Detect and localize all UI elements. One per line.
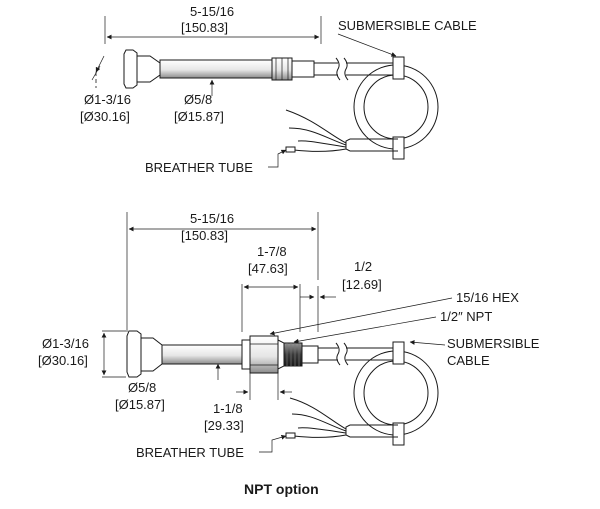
bot-wire-1 bbox=[289, 397, 347, 430]
top-cable-tie-bottom bbox=[392, 136, 405, 160]
bot-cable-tail bbox=[350, 424, 398, 438]
top-wire-3 bbox=[297, 140, 347, 148]
bot-sensor-head bbox=[126, 330, 142, 378]
top-cable-label: SUBMERSIBLE CABLE bbox=[338, 18, 477, 33]
top-cable-tail bbox=[350, 138, 398, 152]
figure-caption: NPT option bbox=[244, 481, 319, 497]
bot-cable-label-line1: SUBMERSIBLE bbox=[447, 336, 540, 351]
bot-thread-len-frac: 1/2 bbox=[354, 259, 372, 274]
top-rod-dia-mm: [Ø15.87] bbox=[174, 109, 224, 124]
bot-length-frac: 5-15/16 bbox=[190, 211, 234, 226]
top-cable-strain bbox=[291, 60, 315, 78]
bot-fitting-frac: 1-7/8 bbox=[257, 244, 287, 259]
bot-cable-label-line2: CABLE bbox=[447, 353, 490, 368]
bot-breather-tube bbox=[293, 434, 347, 438]
top-cable-leader bbox=[337, 33, 397, 57]
bot-cable-tie-top bbox=[392, 341, 405, 365]
top-head-dia-leader-a bbox=[95, 55, 105, 73]
bot-hex-len-mm: [29.33] bbox=[204, 418, 244, 433]
top-breather-tube bbox=[293, 148, 347, 152]
bot-sensor-nose bbox=[140, 337, 163, 372]
top-cable-break-left bbox=[335, 57, 341, 81]
top-breather-leader bbox=[268, 149, 287, 168]
bot-fitting-nut bbox=[241, 339, 251, 370]
top-view: 5-15/16 [150.83] SUBMERSIBLE CABLE bbox=[80, 4, 477, 175]
top-breather-label: BREATHER TUBE bbox=[145, 160, 253, 175]
bot-breather-leader bbox=[259, 434, 287, 453]
top-wire-2 bbox=[288, 127, 347, 146]
top-rod-dia-frac: Ø5/8 bbox=[184, 92, 212, 107]
top-sensor-head bbox=[123, 49, 138, 89]
bot-hex-label: 15/16 HEX bbox=[456, 290, 519, 305]
bot-rod-dia-frac: Ø5/8 bbox=[128, 380, 156, 395]
top-sensor-nose bbox=[136, 55, 161, 83]
bot-head-dia-mm: [Ø30.16] bbox=[38, 353, 88, 368]
bot-cable-strain bbox=[301, 345, 319, 364]
top-length-frac: 5-15/16 bbox=[190, 4, 234, 19]
bottom-view: 5-15/16 [150.83] 1-7/8 [47.63] 1/2 [12.6… bbox=[38, 211, 540, 460]
top-cable-coil-inner bbox=[363, 74, 429, 140]
bot-head-dia-frac: Ø1-3/16 bbox=[42, 336, 89, 351]
bot-hex-body bbox=[249, 335, 279, 374]
bot-npt-label: 1/2″ NPT bbox=[440, 309, 492, 324]
top-cable-break-right bbox=[343, 57, 349, 81]
bot-cable-break-right bbox=[343, 342, 349, 366]
bot-length-mm: [150.83] bbox=[181, 228, 228, 243]
bot-wire-2 bbox=[291, 413, 347, 432]
top-length-mm: [150.83] bbox=[181, 20, 228, 35]
bot-cable-coil-inner bbox=[363, 360, 429, 426]
bot-hex-len-frac: 1-1/8 bbox=[213, 401, 243, 416]
top-breather-tip bbox=[285, 146, 296, 153]
bot-cable-leader bbox=[409, 339, 446, 346]
bot-thread-len-mm: [12.69] bbox=[342, 277, 382, 292]
bot-hex-leader bbox=[269, 297, 453, 336]
bot-sensor-rod bbox=[161, 344, 243, 365]
top-sensor-rod bbox=[159, 59, 273, 79]
top-head-dia-mm: [Ø30.16] bbox=[80, 109, 130, 124]
bot-cable-break-left bbox=[335, 342, 341, 366]
bot-cable-tie-bottom bbox=[392, 422, 405, 446]
bot-breather-tip bbox=[285, 432, 296, 439]
top-cable-tie-top bbox=[392, 56, 405, 80]
top-head-dia-frac: Ø1-3/16 bbox=[84, 92, 131, 107]
bot-fitting-mm: [47.63] bbox=[248, 261, 288, 276]
bot-npt-leader bbox=[293, 316, 437, 344]
bot-rod-dia-mm: [Ø15.87] bbox=[115, 397, 165, 412]
bot-wire-3 bbox=[297, 427, 347, 434]
bot-breather-label: BREATHER TUBE bbox=[136, 445, 244, 460]
top-wire-1 bbox=[285, 109, 347, 144]
